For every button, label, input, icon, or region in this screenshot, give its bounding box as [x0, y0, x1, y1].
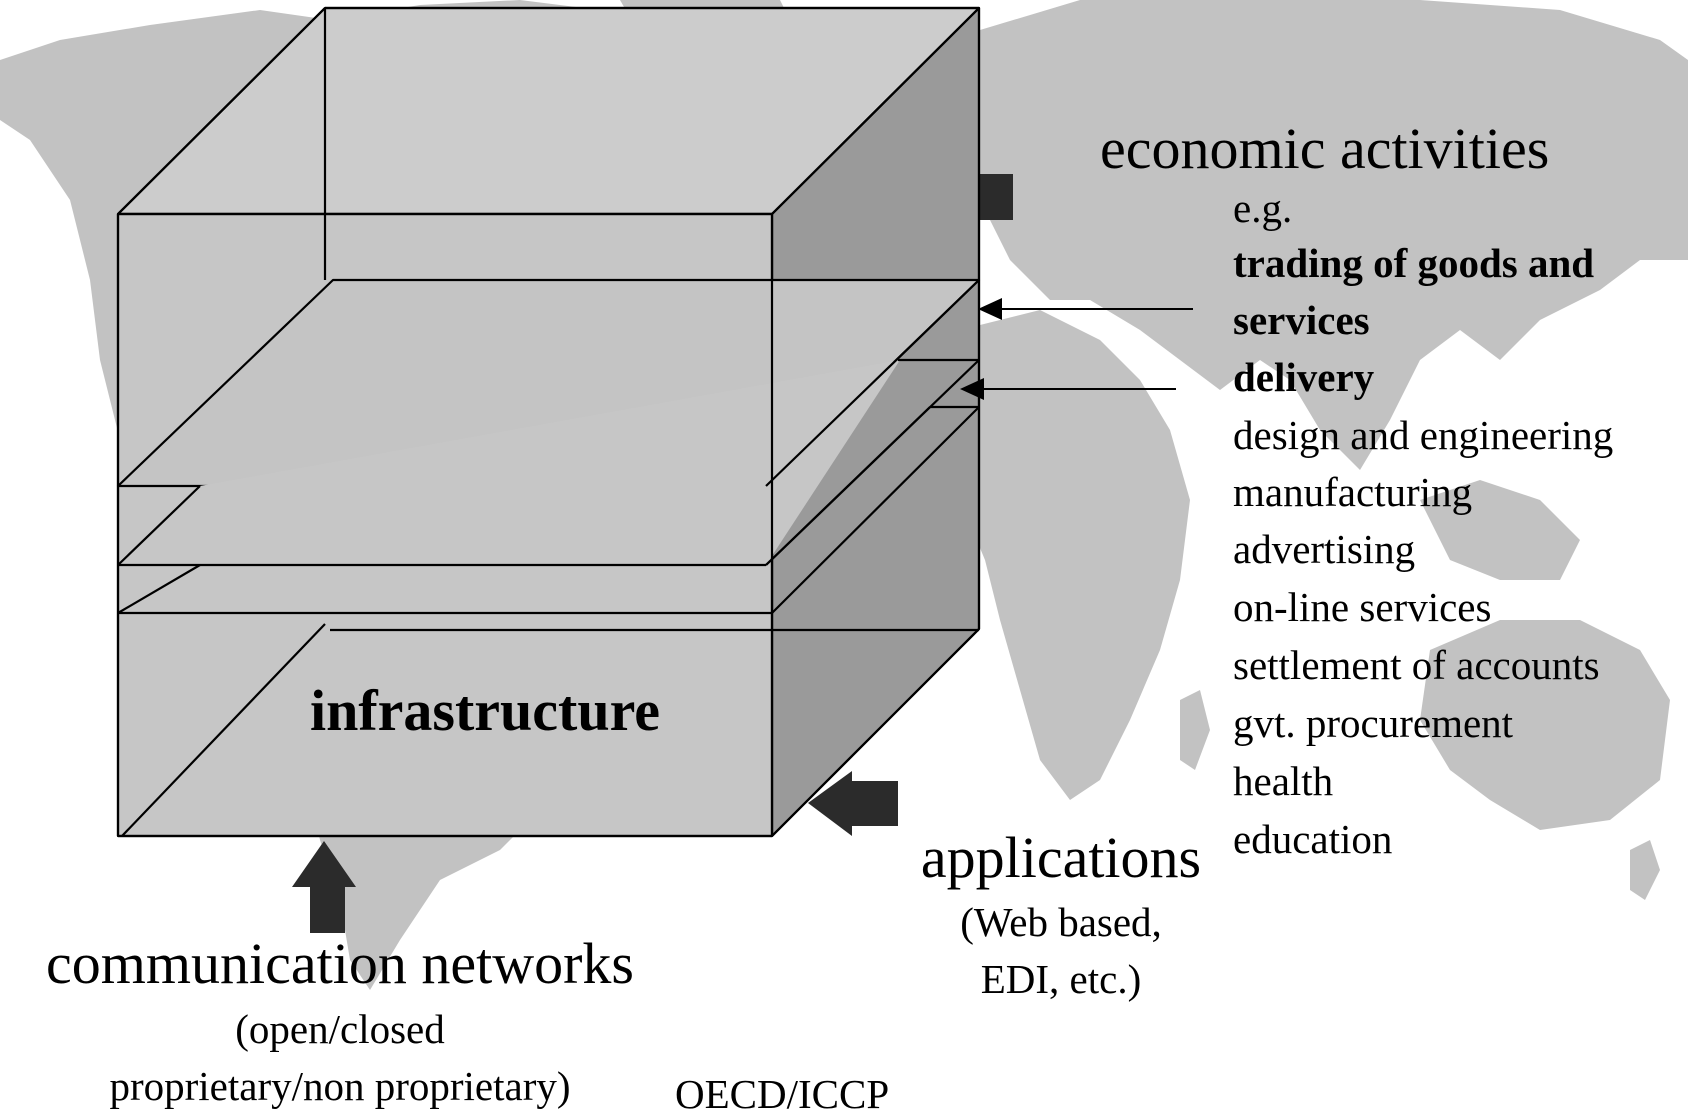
layer-line-2 [117, 485, 201, 566]
networks-detail-1: (open/closed [235, 1006, 444, 1052]
activity-item: health [1233, 758, 1333, 804]
block-arrow-up-icon [292, 841, 356, 933]
box-top-diag-right [771, 7, 980, 215]
activity-item: advertising [1233, 526, 1415, 572]
layer-line-3e [765, 406, 931, 566]
activity-item: design and engineering [1233, 412, 1613, 458]
layer-plane-2 [118, 360, 900, 565]
floor-left-diagonal [121, 623, 326, 837]
map-eurasia [970, 0, 1688, 470]
activity-item: manufacturing [1233, 469, 1472, 515]
eg-label: e.g. [1233, 185, 1292, 231]
activity-item: gvt. procurement [1233, 700, 1514, 746]
map-new-zealand [1630, 840, 1660, 900]
networks-detail-2: proprietary/non proprietary) [109, 1063, 570, 1109]
arrowhead-1 [978, 298, 1002, 320]
applications-detail-1: (Web based, [960, 899, 1162, 945]
bold-item-1: trading of goods and [1233, 240, 1594, 286]
infrastructure-box [116, 6, 981, 838]
arrowhead-2 [960, 378, 984, 400]
layer-line-2e [765, 279, 980, 487]
block-arrow-left-icon [808, 771, 898, 836]
infrastructure-label: infrastructure [310, 678, 660, 743]
applications-detail-2: EDI, etc.) [981, 956, 1142, 1002]
activity-item: on-line services [1233, 584, 1491, 630]
bold-item-3: delivery [1233, 354, 1375, 400]
box-bottom-diag [771, 628, 980, 837]
map-africa [935, 310, 1190, 800]
activity-item: education [1233, 816, 1392, 862]
map-australia [1420, 620, 1670, 830]
layer-pointers [960, 298, 1193, 400]
box-top-diag-left [117, 7, 326, 215]
activity-item: settlement of accounts [1233, 642, 1600, 688]
layer-line-3c [771, 406, 980, 614]
bold-item-2: services [1233, 297, 1370, 343]
economic-activities-title: economic activities [1100, 116, 1549, 181]
applications-title: applications [921, 825, 1201, 890]
layer-line-3a [117, 564, 201, 614]
map-madagascar [1180, 690, 1210, 770]
map-se-asia [1420, 480, 1580, 580]
credit-label: OECD/ICCP [675, 1071, 889, 1114]
networks-title: communication networks [46, 931, 634, 996]
